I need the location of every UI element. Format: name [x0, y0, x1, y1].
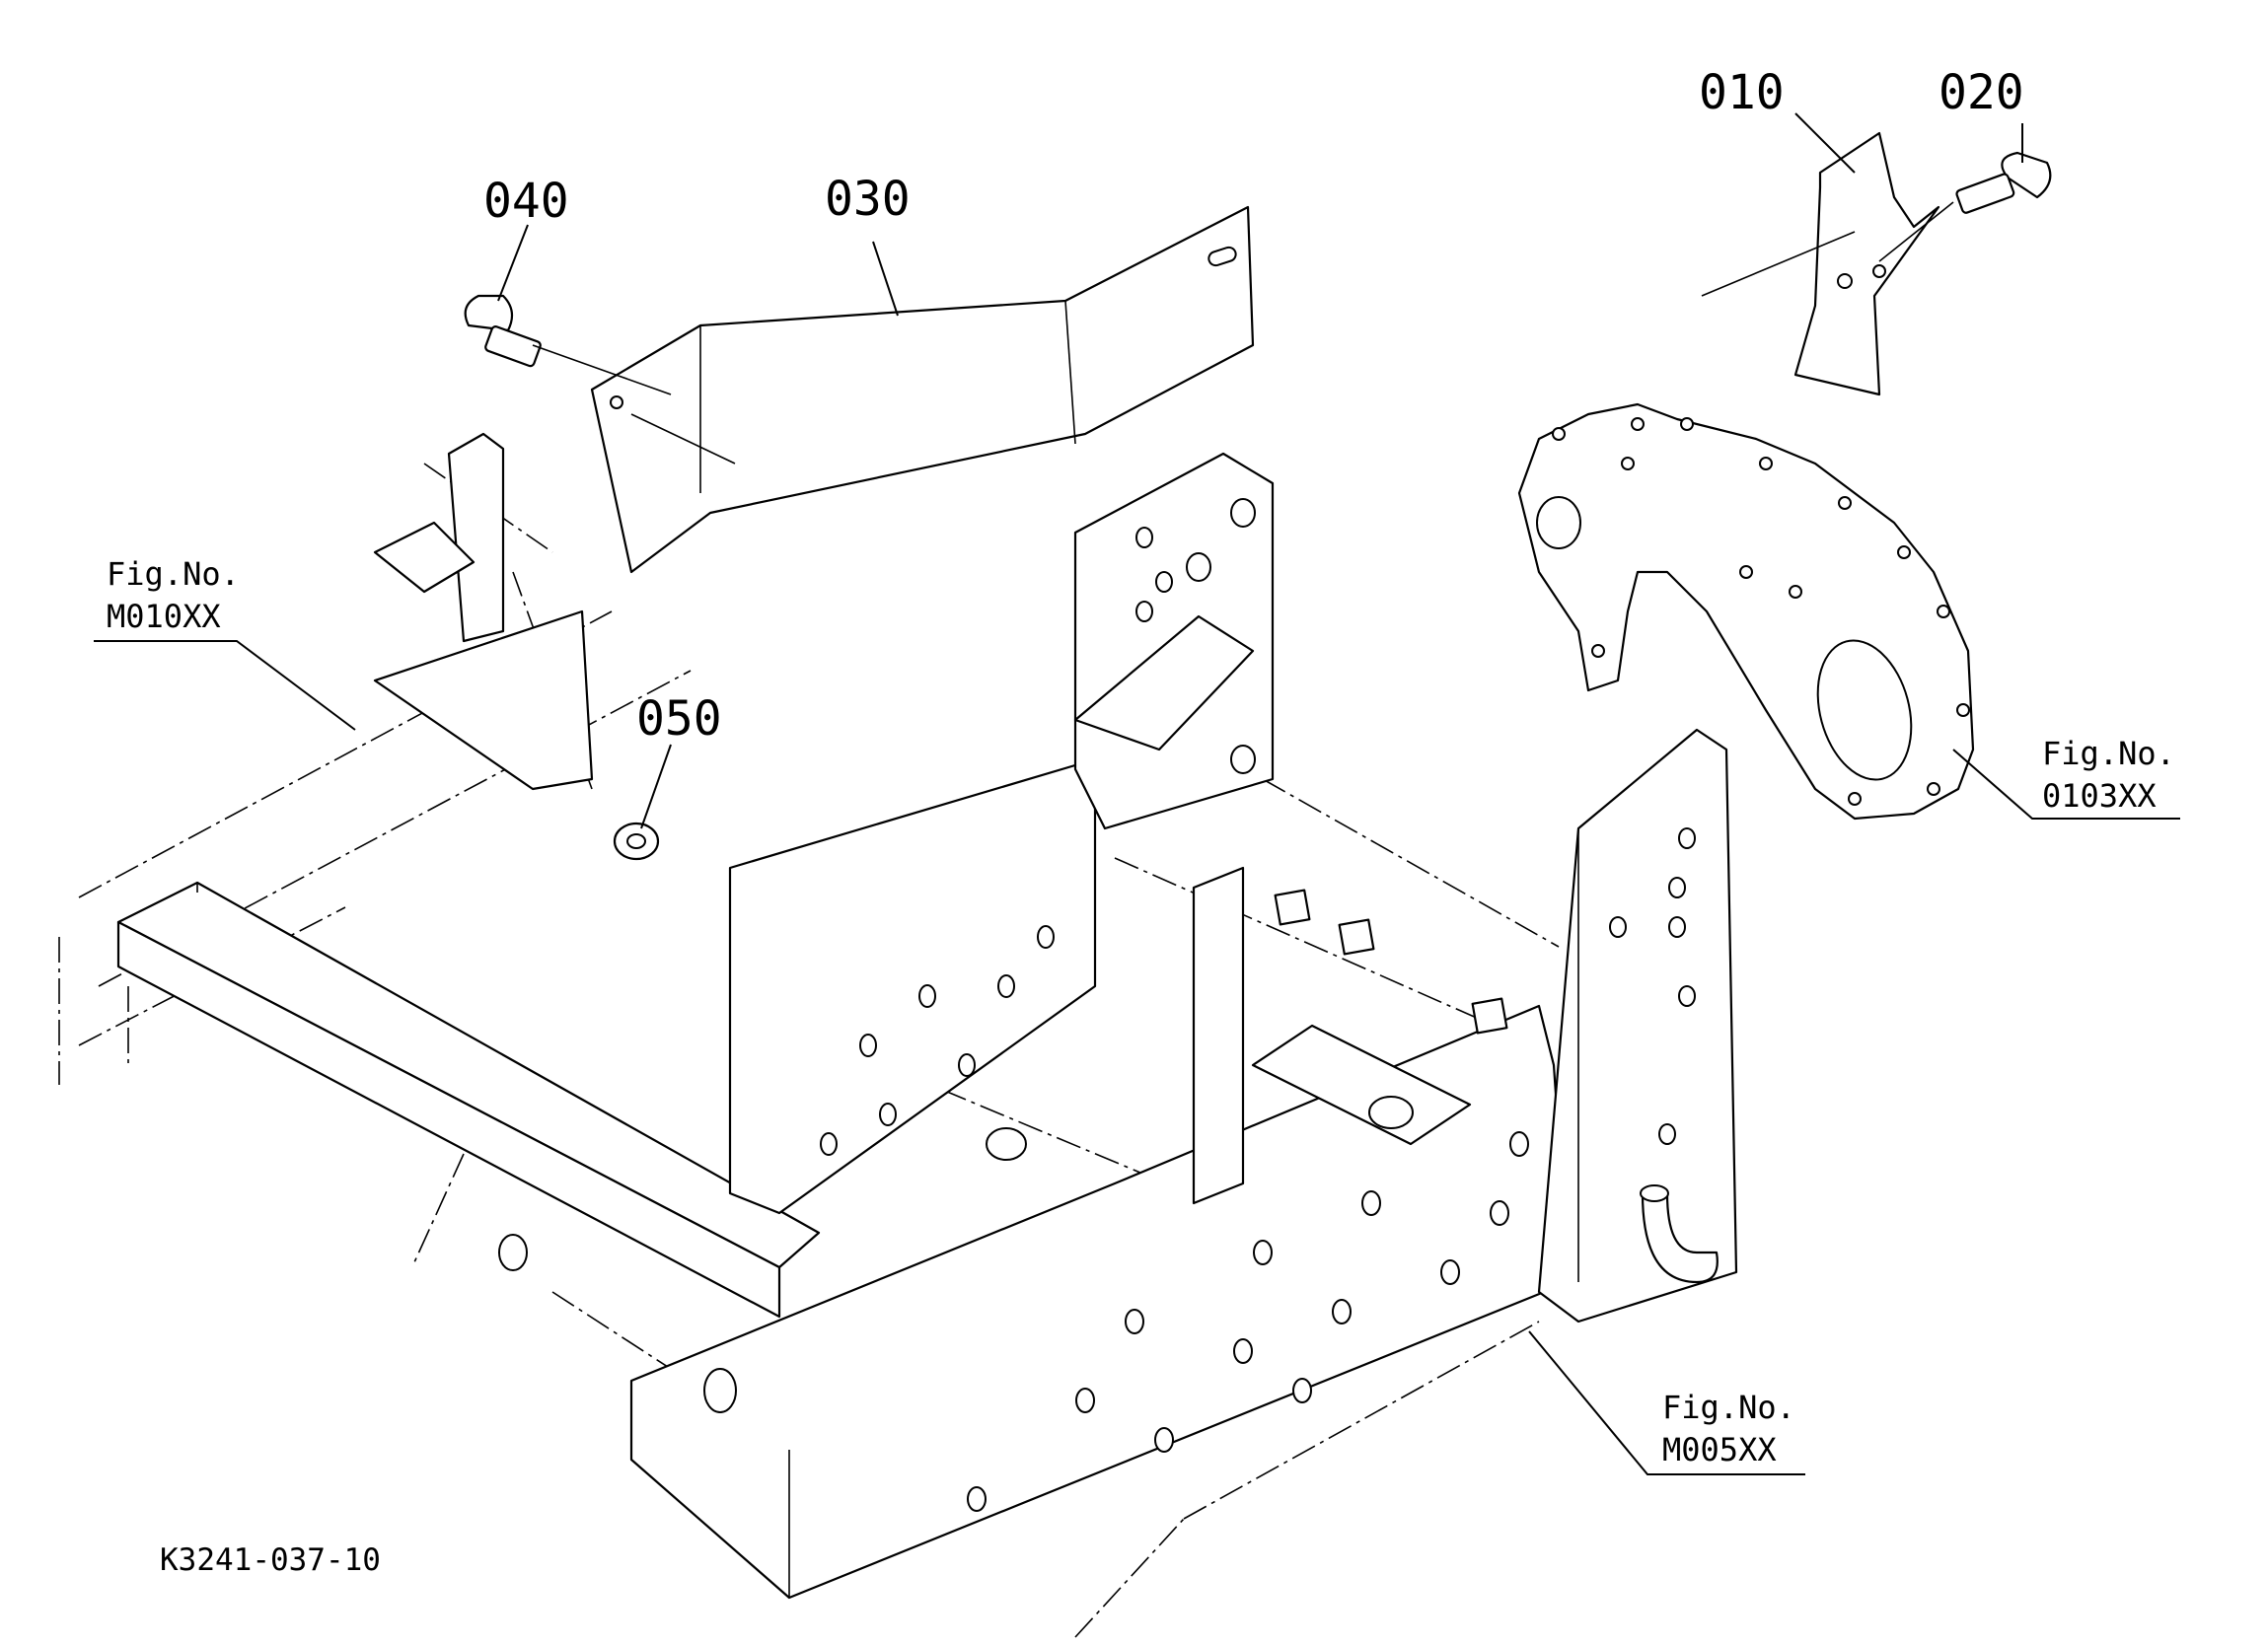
fig-ref-m005xx-line1: Fig.No. — [1662, 1389, 1795, 1426]
fig-ref-m005xx-line2: M005XX — [1662, 1431, 1777, 1468]
callout-050: 050 — [636, 691, 722, 747]
part-050-nut — [613, 822, 660, 861]
inner-stay — [1192, 866, 1245, 1205]
leader-m010xx — [94, 640, 356, 731]
fig-ref-m010xx-line2: M010XX — [107, 598, 221, 635]
fig-ref-0103xx-line2: 0103XX — [2042, 777, 2157, 815]
fig-ref-m010xx-line1: Fig.No. — [107, 555, 240, 593]
engine-backplate — [1517, 402, 1975, 821]
fig-ref-m005xx: Fig.No. M005XX — [1662, 1389, 1795, 1468]
left-cross-rail — [116, 881, 821, 1269]
leader-m005xx — [1528, 1330, 1805, 1475]
center-side-panel — [728, 757, 1097, 1215]
callout-040: 040 — [483, 174, 569, 229]
hook-pin — [1641, 1191, 1719, 1284]
leader-050 — [640, 744, 672, 829]
leader-010 — [1794, 112, 1856, 174]
leader-lines — [94, 112, 2180, 1475]
frame-holes — [498, 498, 1696, 1512]
drawing-code: K3241-037-10 — [160, 1542, 381, 1578]
part-010-bracket — [1793, 131, 1940, 396]
callout-030: 030 — [825, 172, 911, 227]
leader-030 — [872, 241, 899, 317]
left-upper-bracket — [447, 432, 505, 643]
fig-ref-0103xx: Fig.No. 0103XX — [2042, 735, 2175, 815]
part-030-plate — [590, 205, 1255, 574]
callout-010: 010 — [1699, 65, 1785, 120]
part-040-bolt — [464, 294, 542, 368]
leader-040 — [497, 224, 529, 302]
backplate-bolt-holes — [1552, 417, 1970, 806]
part-020-bolt — [1955, 151, 2052, 214]
fig-ref-0103xx-line1: Fig.No. — [2042, 735, 2175, 772]
callout-020: 020 — [1939, 65, 2024, 120]
rear-right-plate — [1537, 728, 1738, 1324]
leader-0103xx — [1952, 749, 2180, 820]
fig-ref-m010xx: Fig.No. M010XX — [107, 555, 240, 635]
main-frame — [116, 432, 1738, 1600]
